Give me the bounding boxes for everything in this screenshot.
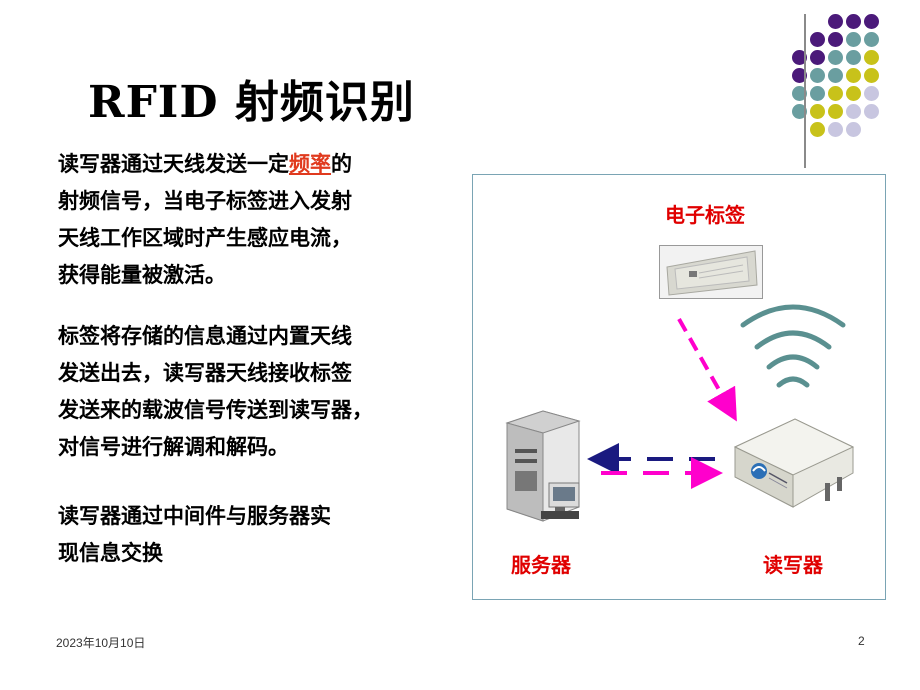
decorative-dot xyxy=(828,122,843,137)
paragraph-3: 读写器通过中间件与服务器实 现信息交换 xyxy=(58,498,331,572)
tag-label: 电子标签 xyxy=(665,203,745,227)
decorative-dot xyxy=(828,104,843,119)
paragraph-line: 读写器通过天线发送一定频率的 xyxy=(58,146,352,183)
decorative-dot xyxy=(864,50,879,65)
decorative-dot xyxy=(828,32,843,47)
paragraph-line: 获得能量被激活。 xyxy=(58,263,226,287)
paragraph-1: 读写器通过天线发送一定频率的 射频信号，当电子标签进入发射 天线工作区域时产生感… xyxy=(58,146,352,294)
paragraph-line: 发送出去，读写器天线接收标签 xyxy=(58,361,352,385)
page-number: 2 xyxy=(858,634,865,648)
decorative-dot xyxy=(828,50,843,65)
paragraph-line: 发送来的载波信号传送到读写器， xyxy=(58,398,373,422)
decorative-dot xyxy=(792,104,807,119)
reader-label: 读写器 xyxy=(763,553,823,577)
highlighted-term: 频率 xyxy=(289,152,331,176)
decorative-dot xyxy=(828,68,843,83)
paragraph-line: 天线工作区域时产生感应电流， xyxy=(58,226,352,250)
paragraph-line: 现信息交换 xyxy=(58,541,163,565)
decorative-dot xyxy=(864,32,879,47)
paragraph-2: 标签将存储的信息通过内置天线 发送出去，读写器天线接收标签 发送来的载波信号传送… xyxy=(58,318,373,466)
decorative-dot xyxy=(810,122,825,137)
decorative-dot xyxy=(828,86,843,101)
decorative-dot xyxy=(846,104,861,119)
paragraph-line: 对信号进行解调和解码。 xyxy=(58,435,289,459)
paragraph-line: 标签将存储的信息通过内置天线 xyxy=(58,324,352,348)
text-run: 读写器通过天线发送一定 xyxy=(58,152,289,176)
decorative-dot xyxy=(810,104,825,119)
rfid-tag-image xyxy=(659,245,763,299)
decorative-dot xyxy=(810,68,825,83)
decorative-dot xyxy=(864,68,879,83)
decorative-dot xyxy=(846,86,861,101)
decorative-dot xyxy=(792,86,807,101)
decorative-dot xyxy=(864,86,879,101)
decorative-divider xyxy=(804,14,806,168)
decorative-dot xyxy=(864,14,879,29)
decorative-dot xyxy=(810,86,825,101)
decorative-dot xyxy=(828,14,843,29)
signal-waves-icon xyxy=(740,304,846,388)
decorative-dot xyxy=(810,50,825,65)
paragraph-line: 射频信号，当电子标签进入发射 xyxy=(58,189,352,213)
text-run: 的 xyxy=(331,152,352,176)
slide-title: RFID 射频识别 xyxy=(88,77,415,128)
decorative-dot xyxy=(846,32,861,47)
decorative-dot xyxy=(846,68,861,83)
rfid-reader-icon xyxy=(733,418,855,508)
decorative-dot xyxy=(846,122,861,137)
paragraph-line: 读写器通过中间件与服务器实 xyxy=(58,504,331,528)
decorative-dot xyxy=(792,68,807,83)
decorative-dot xyxy=(810,32,825,47)
tag-to-reader-arrow xyxy=(677,318,737,422)
decorative-dot xyxy=(846,14,861,29)
server-icon xyxy=(505,410,581,522)
decorative-dot xyxy=(864,104,879,119)
arrows-layer xyxy=(587,318,737,489)
decorative-dot xyxy=(846,50,861,65)
footer-date: 2023年10月10日 xyxy=(56,636,146,650)
decorative-dot xyxy=(792,50,807,65)
server-label: 服务器 xyxy=(511,553,571,577)
rfid-diagram: 电子标签 xyxy=(472,174,886,600)
